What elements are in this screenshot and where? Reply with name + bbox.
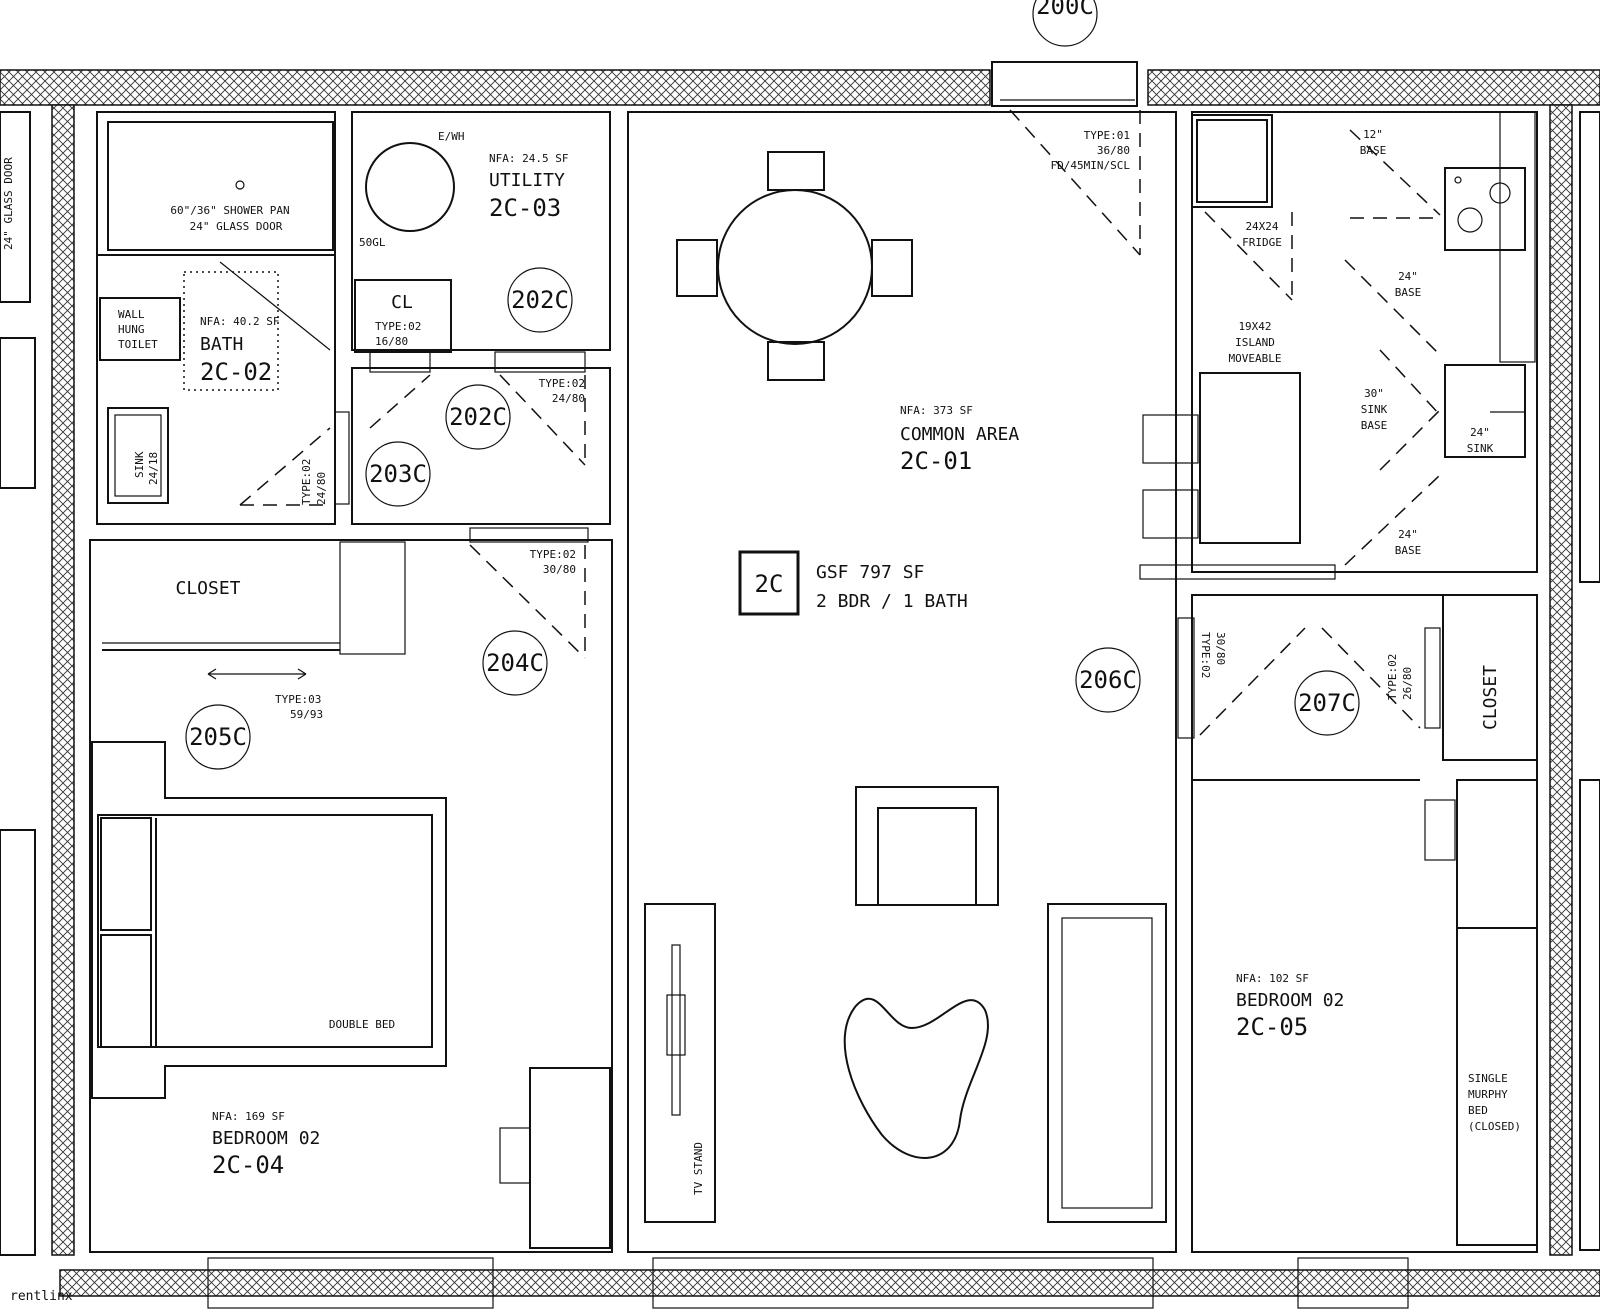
svg-text:12": 12": [1363, 128, 1383, 141]
interior-walls: [0, 111, 1600, 1256]
svg-text:60"/36" SHOWER PAN: 60"/36" SHOWER PAN: [170, 204, 289, 217]
svg-text:CLOSET: CLOSET: [1480, 665, 1501, 730]
bath-nfa: NFA: 40.2 SF: [200, 315, 279, 328]
bed1-name: BEDROOM 02: [212, 1128, 320, 1149]
room-labels: NFA: 373 SF COMMON AREA 2C-01 NFA: 40.2 …: [200, 152, 1344, 1179]
utility-num: 2C-03: [489, 194, 561, 222]
windows: [207, 1257, 1409, 1309]
bed1-nfa: NFA: 169 SF: [212, 1110, 285, 1123]
common-num: 2C-01: [900, 447, 972, 475]
door-tag-202c-b: 202C: [449, 403, 507, 431]
svg-text:TYPE:02: TYPE:02: [530, 548, 576, 561]
unit-config: 2 BDR / 1 BATH: [816, 591, 968, 612]
svg-text:FRIDGE: FRIDGE: [1242, 236, 1282, 249]
svg-text:24" GLASS DOOR: 24" GLASS DOOR: [2, 157, 15, 250]
svg-text:BASE: BASE: [1360, 144, 1387, 157]
utility-nfa: NFA: 24.5 SF: [489, 152, 568, 165]
svg-text:BED: BED: [1468, 1104, 1488, 1117]
svg-text:TYPE:02: TYPE:02: [300, 459, 313, 505]
svg-text:(CLOSED): (CLOSED): [1468, 1120, 1521, 1133]
svg-text:16/80: 16/80: [375, 335, 408, 348]
svg-text:TYPE:03: TYPE:03: [275, 693, 321, 706]
svg-text:TYPE:02: TYPE:02: [1386, 654, 1399, 700]
svg-text:ISLAND: ISLAND: [1235, 336, 1275, 349]
door-tag-206c: 206C: [1079, 666, 1137, 694]
watermark: rentlinx: [10, 1289, 73, 1304]
svg-text:SINK: SINK: [1467, 442, 1494, 455]
svg-text:24/80: 24/80: [315, 472, 328, 505]
svg-text:24/80: 24/80: [552, 392, 585, 405]
common-nfa: NFA: 373 SF: [900, 404, 973, 417]
svg-text:30/80: 30/80: [1214, 632, 1227, 665]
door-tag-205c: 205C: [189, 723, 247, 751]
door-tag-203c: 203C: [369, 460, 427, 488]
door-tag-204c: 204C: [486, 649, 544, 677]
bath-fixtures: [99, 121, 350, 506]
svg-text:36/80: 36/80: [1097, 144, 1130, 157]
svg-text:TYPE:01: TYPE:01: [1084, 129, 1130, 142]
utility-name: UTILITY: [489, 170, 565, 191]
svg-text:30/80: 30/80: [543, 563, 576, 576]
svg-text:SINK: SINK: [1361, 403, 1388, 416]
bed2-num: 2C-05: [1236, 1013, 1308, 1041]
svg-text:BASE: BASE: [1361, 419, 1388, 432]
bath-name: BATH: [200, 334, 243, 355]
common-name: COMMON AREA: [900, 424, 1019, 445]
door-tag-202c-a: 202C: [511, 286, 569, 314]
svg-text:24": 24": [1398, 270, 1418, 283]
svg-text:WALL: WALL: [118, 308, 145, 321]
svg-text:24/18: 24/18: [147, 452, 160, 485]
svg-text:TYPE:02: TYPE:02: [1199, 632, 1212, 678]
bedroom2-fixtures: [1177, 594, 1538, 1246]
svg-text:50GL: 50GL: [359, 236, 386, 249]
bed2-name: BEDROOM 02: [1236, 990, 1344, 1011]
svg-text:SINK: SINK: [133, 451, 146, 478]
kitchen-fixtures: [1139, 111, 1536, 580]
door-tags: 200C 202C 202C 203C 204C 205C 206C 207C: [185, 0, 1360, 770]
svg-text:TYPE:02: TYPE:02: [375, 320, 421, 333]
svg-text:24": 24": [1470, 426, 1490, 439]
svg-text:SINGLE: SINGLE: [1468, 1072, 1508, 1085]
svg-text:MOVEABLE: MOVEABLE: [1229, 352, 1282, 365]
utility-fixtures: [354, 142, 586, 466]
svg-text:59/93: 59/93: [290, 708, 323, 721]
svg-text:TOILET: TOILET: [118, 338, 158, 351]
bath-num: 2C-02: [200, 358, 272, 386]
fixture-labels: 60"/36" SHOWER PAN 24" GLASS DOOR WALL H…: [2, 128, 1521, 1195]
bedroom1-fixtures: [91, 527, 611, 1249]
svg-text:24" GLASS DOOR: 24" GLASS DOOR: [190, 220, 283, 233]
svg-text:30": 30": [1364, 387, 1384, 400]
entry-door: [991, 61, 1141, 256]
unit-code: 2C: [755, 570, 784, 598]
svg-text:E/WH: E/WH: [438, 130, 465, 143]
unit-summary: 2C GSF 797 SF 2 BDR / 1 BATH: [738, 550, 968, 616]
door-tag-200c: 200C: [1036, 0, 1094, 20]
door-tag-207c: 207C: [1298, 689, 1356, 717]
svg-text:26/80: 26/80: [1401, 667, 1414, 700]
svg-text:DOUBLE BED: DOUBLE BED: [329, 1018, 395, 1031]
svg-text:FD/45MIN/SCL: FD/45MIN/SCL: [1051, 159, 1131, 172]
exterior-walls: [0, 69, 1600, 1297]
svg-text:CLOSET: CLOSET: [175, 578, 240, 599]
bed2-nfa: NFA: 102 SF: [1236, 972, 1309, 985]
svg-text:BASE: BASE: [1395, 544, 1422, 557]
unit-gsf: GSF 797 SF: [816, 562, 924, 583]
svg-text:TYPE:02: TYPE:02: [539, 377, 585, 390]
svg-text:24X24: 24X24: [1245, 220, 1278, 233]
door-type-labels: TYPE:01 36/80 FD/45MIN/SCL TYPE:02 16/80…: [275, 129, 1414, 721]
svg-text:CL: CL: [391, 292, 413, 313]
bed1-num: 2C-04: [212, 1151, 284, 1179]
svg-text:19X42: 19X42: [1238, 320, 1271, 333]
svg-text:24": 24": [1398, 528, 1418, 541]
svg-text:TV STAND: TV STAND: [692, 1142, 705, 1195]
svg-text:MURPHY: MURPHY: [1468, 1088, 1508, 1101]
svg-text:BASE: BASE: [1395, 286, 1422, 299]
svg-text:HUNG: HUNG: [118, 323, 145, 336]
